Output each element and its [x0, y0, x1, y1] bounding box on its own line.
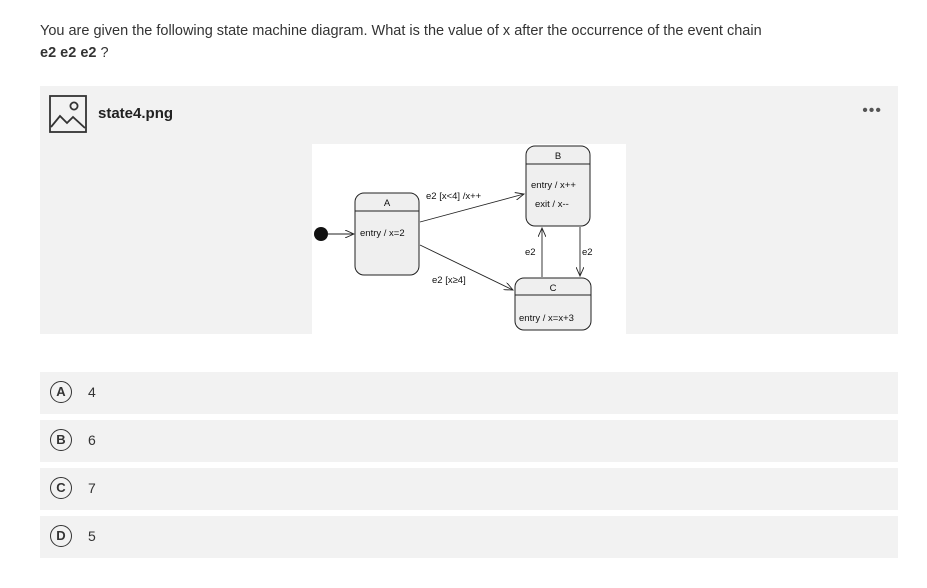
state-c-action: entry / x=x+3 [519, 313, 574, 324]
state-a: A entry / x=2 [354, 192, 420, 276]
option-letter: B [50, 429, 72, 451]
state-machine-diagram: A entry / x=2 B entry / x++ exit / x-- C… [312, 144, 626, 334]
option-value: 6 [88, 432, 96, 448]
transition-a-c-label: e2 [x≥4] [432, 275, 466, 286]
image-attachment: state4.png ••• A entry / x=2 [40, 86, 898, 334]
option-letter: D [50, 525, 72, 547]
option-value: 5 [88, 528, 96, 544]
state-a-action: entry / x=2 [360, 228, 405, 239]
option-b[interactable]: B 6 [40, 420, 898, 462]
state-a-name: A [384, 198, 391, 209]
state-b-entry: entry / x++ [531, 180, 576, 191]
option-a[interactable]: A 4 [40, 372, 898, 414]
state-b-name: B [555, 151, 561, 162]
state-b: B entry / x++ exit / x-- [525, 145, 591, 227]
question-text: You are given the following state machin… [40, 20, 900, 64]
event-chain: e2 e2 e2 [40, 45, 97, 61]
state-b-exit: exit / x-- [535, 199, 569, 210]
state-c: C entry / x=x+3 [514, 277, 592, 331]
transition-b-c-label: e2 [582, 247, 593, 258]
transition-c-b-label: e2 [525, 247, 536, 258]
transition-a-b-label: e2 [x<4] /x++ [426, 191, 482, 202]
question-prompt: You are given the following state machin… [40, 23, 762, 39]
option-letter: A [50, 381, 72, 403]
option-value: 7 [88, 480, 96, 496]
state-c-name: C [550, 283, 557, 294]
question-mark: ? [96, 45, 109, 61]
more-options-button[interactable]: ••• [862, 102, 882, 119]
option-c[interactable]: C 7 [40, 468, 898, 510]
image-file-icon [49, 95, 87, 133]
option-letter: C [50, 477, 72, 499]
attachment-filename[interactable]: state4.png [98, 105, 174, 122]
initial-state-dot [314, 227, 328, 241]
option-value: 4 [88, 384, 96, 400]
option-d[interactable]: D 5 [40, 516, 898, 558]
